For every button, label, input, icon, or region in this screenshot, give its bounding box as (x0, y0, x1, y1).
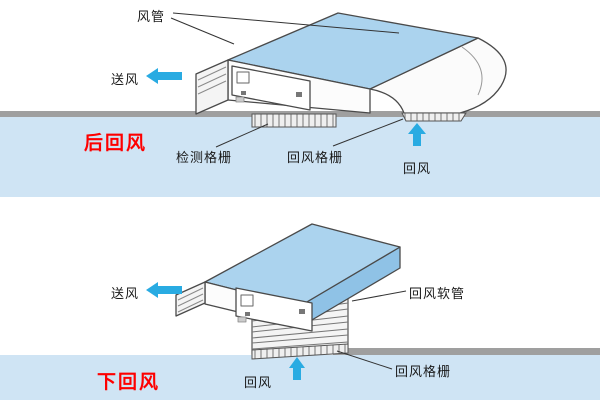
return-grille-leader (332, 118, 404, 147)
control-dot (299, 309, 305, 314)
supply-air-arrow-icon (146, 282, 182, 298)
flexible-return-duct-label: 回风软管 (409, 287, 466, 302)
supply-outlet-louvers (177, 287, 204, 313)
supply-air-label: 送风 (111, 73, 140, 88)
return-grille (401, 112, 467, 122)
ceiling-line (333, 348, 600, 355)
indoor-unit (175, 223, 401, 332)
return-grille-label: 回风格栅 (395, 365, 452, 380)
bottom-return-section-title: 下回风 (97, 371, 161, 393)
control-display (240, 294, 254, 307)
return-air-label: 回风 (244, 376, 273, 391)
indoor-unit (195, 12, 507, 115)
drain-stub (235, 96, 245, 103)
flexible-duct-leader (351, 290, 407, 302)
control-dot (241, 91, 246, 95)
drain-stub (237, 316, 247, 323)
return-air-arrow-icon (408, 123, 426, 146)
control-dot (296, 92, 302, 97)
return-duct-elbow (369, 37, 507, 114)
leader-lines (336, 290, 407, 370)
bottom-return-diagram (0, 223, 600, 400)
leader-lines (170, 12, 404, 148)
elbow-curve-line (461, 46, 483, 96)
inspection-grille-label: 检测格栅 (176, 151, 233, 166)
supply-air-label: 送风 (111, 287, 140, 302)
return-grille (251, 343, 349, 360)
return-air-arrow-icon (289, 357, 305, 380)
rear-return-diagram (0, 12, 600, 197)
rear-return-section-title: 后回风 (84, 132, 148, 154)
control-box (231, 65, 311, 111)
return-air-label: 回风 (403, 162, 432, 177)
supply-outlet-louvers (197, 66, 227, 95)
return-grille-leader (336, 350, 393, 370)
return-grille-label: 回风格栅 (287, 151, 344, 166)
duct-leader-left (170, 17, 235, 45)
inspection-grille-leader (215, 123, 269, 148)
control-display (236, 71, 250, 84)
supply-air-arrow-icon (146, 68, 182, 84)
control-dot (245, 312, 250, 316)
duct-label: 风管 (137, 10, 166, 25)
control-box (235, 287, 313, 332)
ceiling-space-background (0, 117, 600, 197)
inspection-grille (251, 113, 337, 128)
duct-leader-right (172, 12, 400, 34)
